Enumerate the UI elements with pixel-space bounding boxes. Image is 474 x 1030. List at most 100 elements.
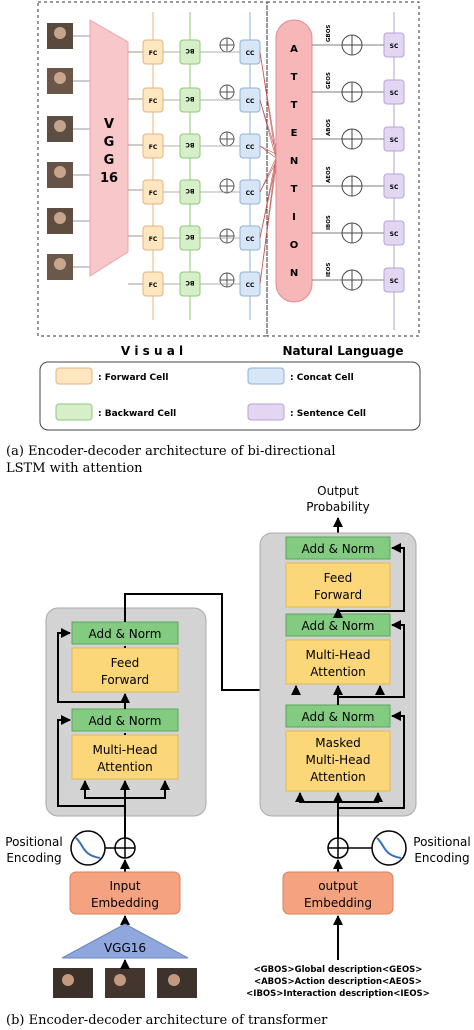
sentence-cell-label: SC (390, 278, 399, 285)
input-frames (53, 959, 197, 998)
attention-letter: O (290, 240, 299, 251)
decoder-feed-forward-line1: Feed (324, 571, 353, 585)
positional-encoding-left-line1: Positional (5, 835, 62, 849)
caption-a-line2: LSTM with attention (6, 461, 143, 476)
decoder-feed-forward (285, 562, 391, 608)
description-line3: <IBOS>Interaction description<IEOS> (246, 989, 430, 999)
sentence-cell (383, 79, 405, 105)
output-embedding (282, 871, 394, 915)
decoder-mha-line2: Attention (310, 665, 365, 679)
legend-forward-label: : Forward Cell (98, 373, 168, 383)
decoder-mha-line1: Multi-Head (305, 648, 370, 662)
forward-cell-label: FC (149, 144, 158, 151)
decoder-masked-line2: Multi-Head (305, 753, 370, 767)
concat-cell-label: CC (246, 50, 255, 57)
attention-letter: A (290, 44, 298, 55)
attention-letter: I (292, 212, 296, 223)
attention-letter: E (291, 128, 298, 139)
encoder-add-norm-top-label: Add & Norm (89, 627, 162, 641)
forward-cell-label: FC (149, 50, 158, 57)
concat-cell-label: CC (246, 98, 255, 105)
output-embedding-line1: output (318, 879, 358, 893)
sentence-cell-label: SC (390, 90, 399, 97)
forward-cell-label: FC (149, 98, 158, 105)
attention-letter: T (291, 100, 298, 111)
attention-letter: N (290, 268, 298, 279)
sentence-token: GEOS (326, 72, 332, 89)
legend-sentence-label: : Sentence Cell (290, 409, 366, 419)
sentence-cell-label: SC (390, 137, 399, 144)
decoder-add-norm-2-label: Add & Norm (302, 619, 375, 633)
concat-cell-label: CC (246, 282, 255, 289)
description-line2: <ABOS>Action description<AEOS> (254, 977, 422, 987)
positional-encoding-right-line1: Positional (413, 835, 470, 849)
legend-concat-swatch (247, 367, 285, 385)
vgg-label-2: G (104, 135, 115, 150)
caption-b: (b) Encoder-decoder architecture of tran… (6, 1013, 328, 1028)
backward-cell-label: BC (185, 233, 195, 240)
encoder-multi-head-attention (71, 734, 179, 780)
sentence-cell (383, 173, 405, 199)
positional-encoding-left-line2: Encoding (6, 851, 61, 865)
encoder-mha-line1: Multi-Head (92, 743, 157, 757)
sentence-cell (383, 220, 405, 246)
legend-backward-label: : Backward Cell (98, 409, 176, 419)
positional-encoding-icon-left (70, 830, 106, 866)
sentence-cell-label: SC (390, 43, 399, 50)
decoder-masked-line1: Masked (315, 736, 360, 750)
part-a-diagram: V G G 16 FC BC (6, 1, 421, 476)
legend-forward-swatch (55, 367, 93, 385)
decoder-multi-head-attention (285, 639, 391, 685)
legend-sentence-swatch (247, 403, 285, 421)
positional-encoding-icon-right (371, 830, 407, 866)
sentence-token: IEOS (326, 263, 332, 277)
vgg-label-1: V (104, 117, 114, 132)
encoder-feed-forward-line2: Forward (101, 673, 149, 687)
sentence-cell (383, 267, 405, 293)
decoder-masked-attention (285, 730, 391, 792)
decoder-feed-forward-line2: Forward (314, 588, 362, 602)
sentence-cell-label: SC (390, 231, 399, 238)
natural-language-section-label: Natural Language (283, 344, 404, 358)
sentence-token: ABOS (326, 119, 332, 136)
input-embedding-line1: Input (109, 879, 140, 893)
language-frame (266, 1, 420, 337)
decoder-add-norm-1-label: Add & Norm (302, 542, 375, 556)
description-line1: <GBOS>Global description<GEOS> (254, 965, 423, 975)
output-embedding-line2: Embedding (304, 896, 372, 910)
vgg16-label: VGG16 (104, 941, 146, 955)
forward-cell-label: FC (149, 282, 158, 289)
decoder-add-norm-3-label: Add & Norm (302, 710, 375, 724)
output-probability-line1: Output (317, 484, 359, 498)
forward-cell-label: FC (149, 190, 158, 197)
decoder-masked-line3: Attention (310, 770, 365, 784)
legend-backward-swatch (55, 403, 93, 421)
backward-cell-label: BC (185, 47, 195, 54)
forward-cell-label: FC (149, 236, 158, 243)
vgg-label-3: G (104, 153, 115, 168)
input-embedding-line2: Embedding (91, 896, 159, 910)
legend: : Forward Cell : Concat Cell : Backward … (39, 361, 421, 431)
attention-letter: N (290, 156, 298, 167)
vgg-encoder (89, 19, 129, 277)
sentence-rows: GBOS SC GEOS SC ABOS (312, 25, 405, 293)
concat-cell-label: CC (246, 144, 255, 151)
positional-encoding-right-line2: Encoding (414, 851, 469, 865)
encoder-mha-line2: Attention (97, 760, 152, 774)
vgg-label-4: 16 (100, 171, 118, 186)
encoder-add-norm-bottom-label: Add & Norm (89, 714, 162, 728)
sentence-cell-label: SC (390, 184, 399, 191)
vgg16-encoder (61, 923, 189, 959)
caption-a-line1: (a) Encoder-decoder architecture of bi-d… (6, 444, 336, 459)
sentence-token: GBOS (326, 25, 332, 42)
backward-cell-label: BC (185, 141, 195, 148)
sentence-cell (383, 126, 405, 152)
encoder-feed-forward-line1: Feed (111, 656, 140, 670)
concat-cell-label: CC (246, 236, 255, 243)
output-probability-line2: Probability (306, 500, 369, 514)
concat-cell-label: CC (246, 190, 255, 197)
decoder-add-norm-1 (285, 536, 391, 560)
backward-cell-label: BC (185, 279, 195, 286)
sentence-cell (383, 32, 405, 58)
